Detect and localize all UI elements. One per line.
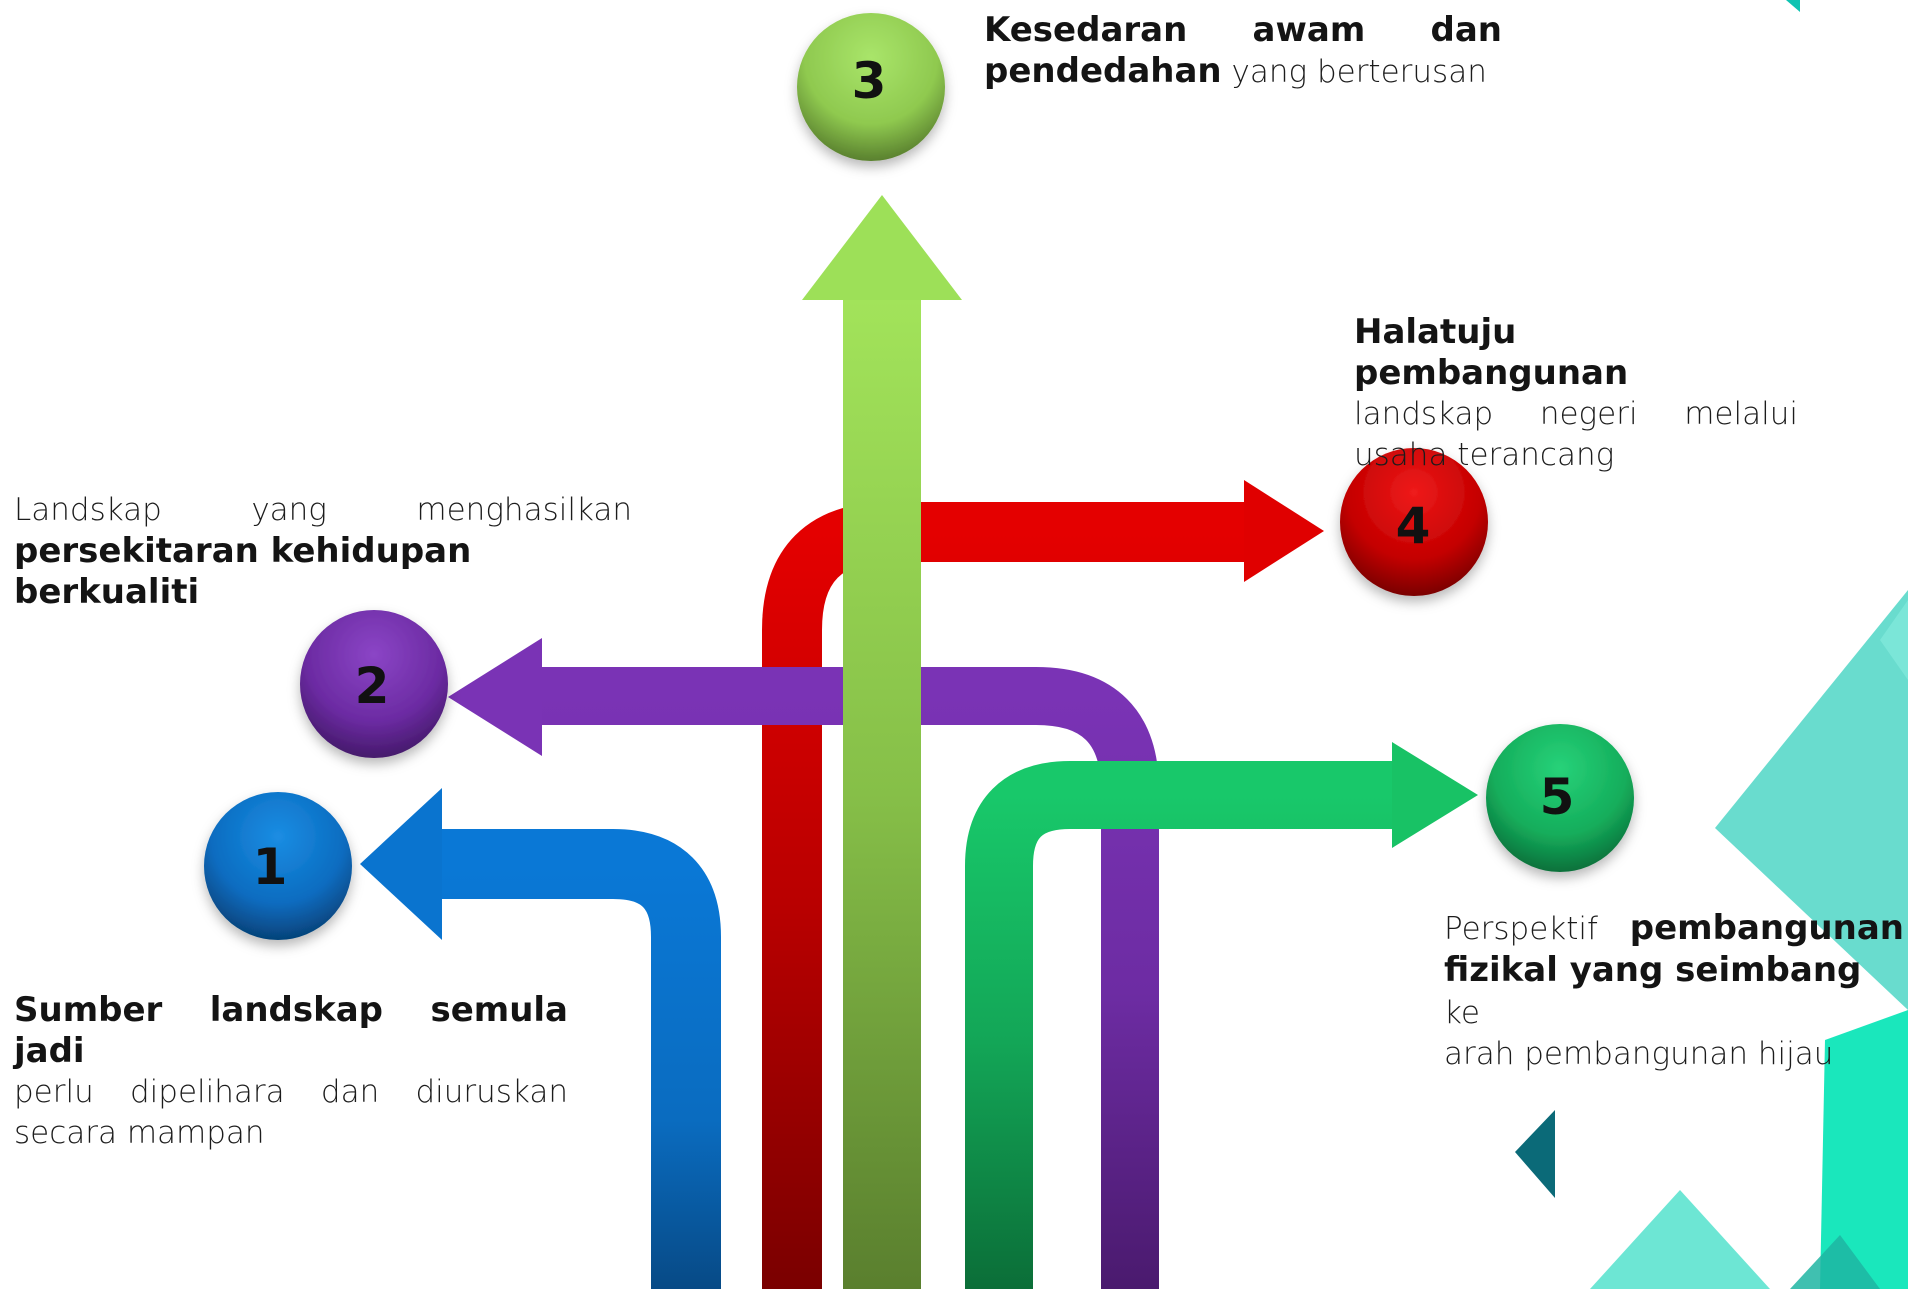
caption-1-line-3: secara mampan xyxy=(14,1115,265,1151)
caption-4-line-1: Halatuju pembangunan xyxy=(1354,312,1629,393)
caption-3-line-1: Kesedaran awam dan xyxy=(984,10,1502,50)
caption-1-line-2: perlu dipelihara dan diuruskan xyxy=(14,1074,568,1110)
node-1-number: 1 xyxy=(253,838,288,896)
caption-5-light-1: Perspektif xyxy=(1444,911,1630,947)
arrow-light-green xyxy=(802,195,962,1289)
node-5: 5 xyxy=(1486,724,1634,872)
node-1: 1 xyxy=(204,792,352,940)
node-5-number: 5 xyxy=(1540,768,1575,826)
node-2: 2 xyxy=(300,610,448,758)
caption-5-line-2: fizikal yang seimbang ke xyxy=(1444,950,1904,1034)
caption-2-line-2: persekitaran kehidupan berkualiti xyxy=(14,531,472,612)
caption-4-line-2: landskap negeri melalui xyxy=(1354,396,1798,432)
arrow-green xyxy=(965,742,1478,1289)
caption-5-line-1: Perspektif pembangunan xyxy=(1444,908,1904,950)
caption-4-line-3: usaha terancang xyxy=(1354,437,1615,473)
caption-5-light-2: ke xyxy=(1444,995,1480,1031)
node-4: 4 xyxy=(1340,448,1488,596)
caption-1-line-1: Sumber landskap semula jadi xyxy=(14,990,568,1071)
decorative-shapes xyxy=(1515,0,1908,1289)
caption-5-line-3: arah pembangunan hijau xyxy=(1444,1036,1834,1072)
caption-5-bold-2: fizikal yang seimbang xyxy=(1444,950,1862,990)
caption-3-light: yang berterusan xyxy=(1221,54,1487,90)
caption-1: Sumber landskap semula jadi perlu dipeli… xyxy=(14,990,568,1154)
caption-4: Halatuju pembangunan landskap negeri mel… xyxy=(1354,312,1798,476)
caption-3-line-2: pendedahan yang berterusan xyxy=(984,51,1502,93)
node-3: 3 xyxy=(797,13,945,161)
node-4-number: 4 xyxy=(1396,497,1431,555)
caption-2: Landskap yang menghasilkan persekitaran … xyxy=(14,490,632,613)
caption-5-bold-1: pembangunan xyxy=(1629,908,1904,948)
caption-5: Perspektif pembangunan fizikal yang seim… xyxy=(1444,908,1904,1075)
caption-3-bold: pendedahan xyxy=(984,51,1222,91)
caption-3: Kesedaran awam dan pendedahan yang berte… xyxy=(984,10,1502,93)
node-2-number: 2 xyxy=(355,657,390,715)
arrow-blue xyxy=(360,788,721,1289)
node-3-number: 3 xyxy=(852,52,887,110)
caption-2-line-1: Landskap yang menghasilkan xyxy=(14,492,632,528)
